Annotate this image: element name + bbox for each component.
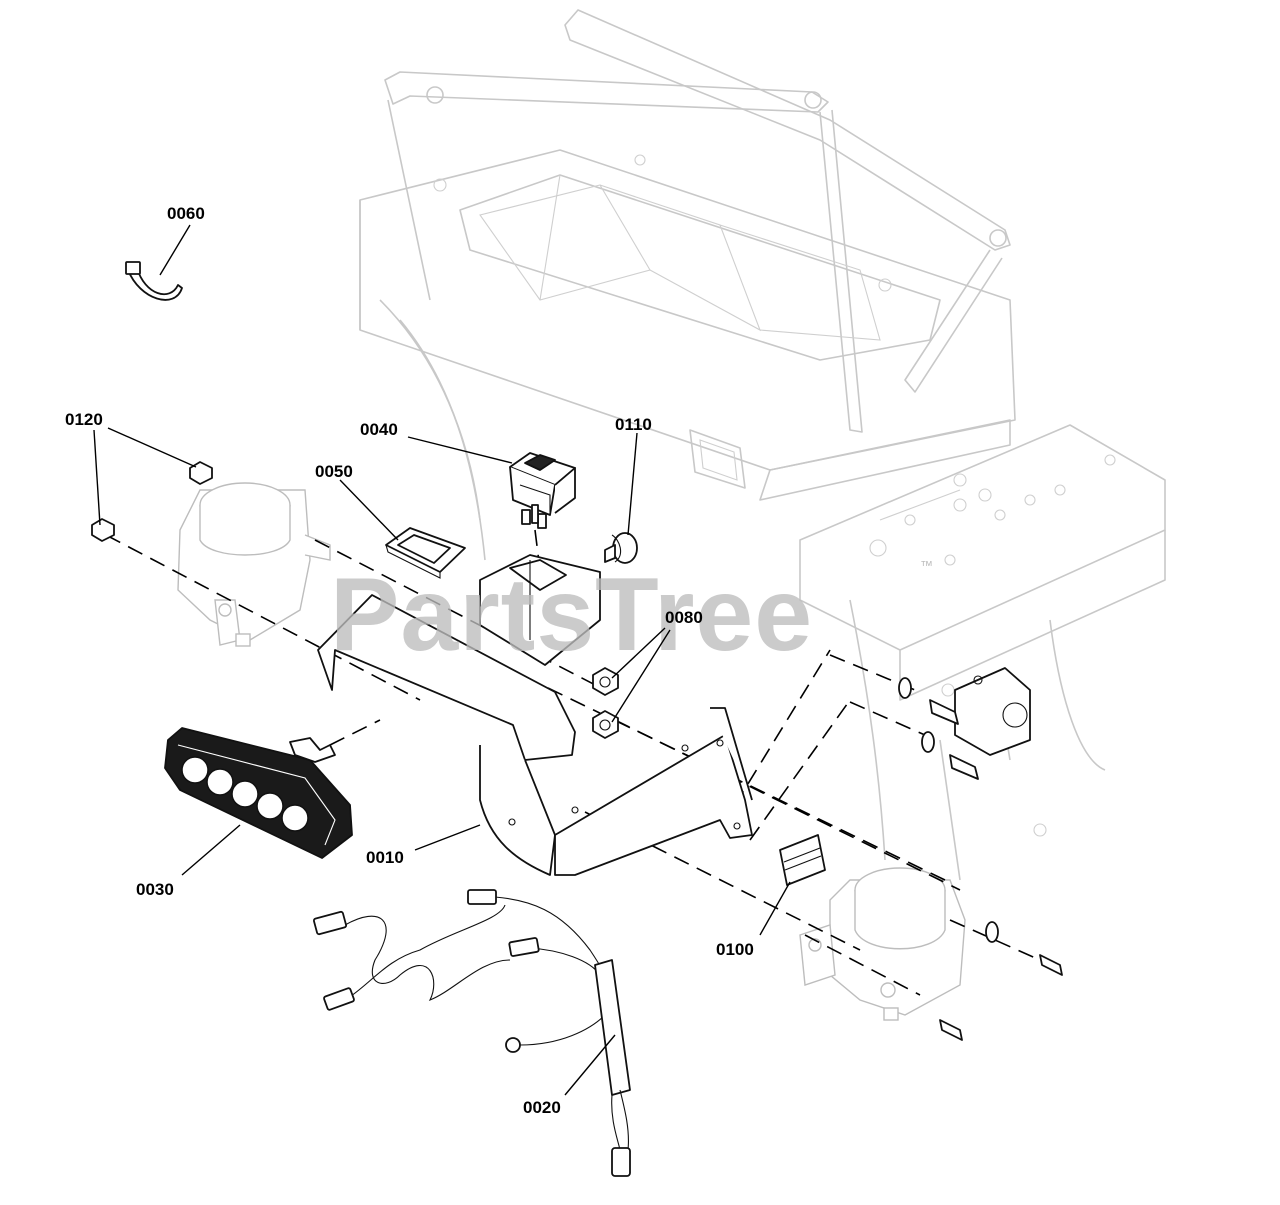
watermark: PartsTree ™ [330, 557, 933, 673]
callout-0040[interactable]: 0040 [360, 420, 398, 439]
part-0050-bezel[interactable] [385, 527, 466, 579]
part-0020-wire-harness[interactable] [312, 889, 631, 1177]
part-0030-led-light[interactable] [164, 727, 353, 859]
callout-0100[interactable]: 0100 [716, 940, 754, 959]
leader-lines [93, 224, 791, 1096]
hardware-bolts [898, 677, 1063, 1041]
callout-0080[interactable]: 0080 [665, 608, 703, 627]
callout-0110[interactable]: 0110 [615, 415, 652, 434]
right-mount-assembly [799, 867, 966, 1021]
callout-0120[interactable]: 0120 [65, 410, 103, 429]
part-0100-decal[interactable] [779, 834, 826, 886]
machine-frame [359, 9, 1166, 881]
watermark-trademark: ™ [920, 558, 933, 573]
callouts: 0060 0120 0040 0110 0050 0080 0010 0030 … [65, 204, 754, 1117]
watermark-text: PartsTree [330, 557, 813, 673]
callout-0030[interactable]: 0030 [136, 880, 174, 899]
callout-0060[interactable]: 0060 [167, 204, 205, 223]
part-0080-nuts[interactable] [592, 667, 619, 739]
callout-0050[interactable]: 0050 [315, 462, 353, 481]
part-0010-bracket[interactable] [317, 554, 753, 876]
callout-0020[interactable]: 0020 [523, 1098, 561, 1117]
left-mount-assembly [177, 482, 331, 647]
callout-0010[interactable]: 0010 [366, 848, 404, 867]
part-0040-rocker-switch[interactable] [509, 452, 576, 529]
part-0060-cable-tie[interactable] [125, 261, 183, 301]
part-0110-grommet[interactable] [604, 532, 638, 564]
